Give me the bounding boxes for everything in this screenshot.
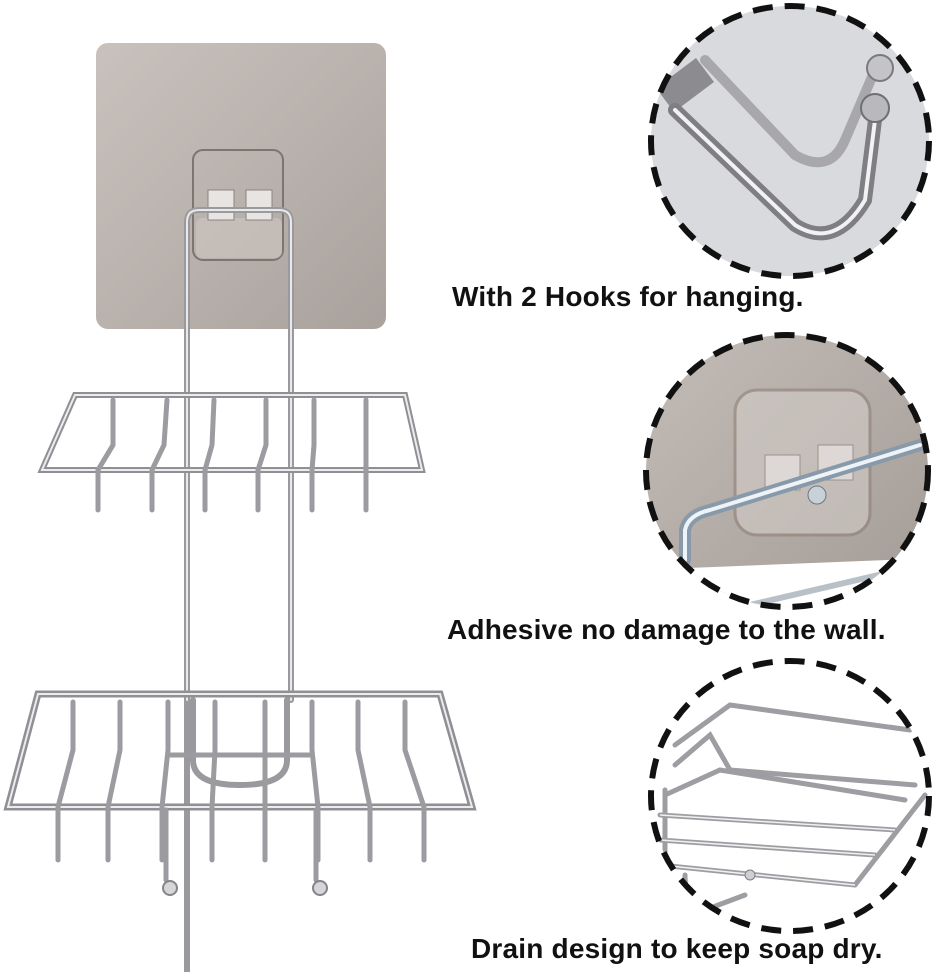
hook-mount-icon [656, 58, 714, 112]
feature-drain-closeup [645, 655, 935, 937]
caption-hooks: With 2 Hooks for hanging. [452, 281, 804, 312]
product-image [3, 43, 477, 977]
bottom-hooks [162, 807, 328, 896]
feature-hooks-closeup [645, 0, 935, 282]
dashed-border [643, 332, 931, 610]
feature-adhesive-closeup [640, 330, 935, 612]
soap-rack-illustration [3, 43, 477, 977]
dashed-border [648, 658, 932, 934]
dashed-border [648, 3, 932, 279]
caption-adhesive: Adhesive no damage to the wall. [447, 614, 886, 645]
upper-basket [37, 392, 426, 513]
lower-basket [3, 690, 477, 896]
adhesive-pad [96, 43, 386, 329]
caption-drain: Drain design to keep soap dry. [471, 933, 883, 964]
